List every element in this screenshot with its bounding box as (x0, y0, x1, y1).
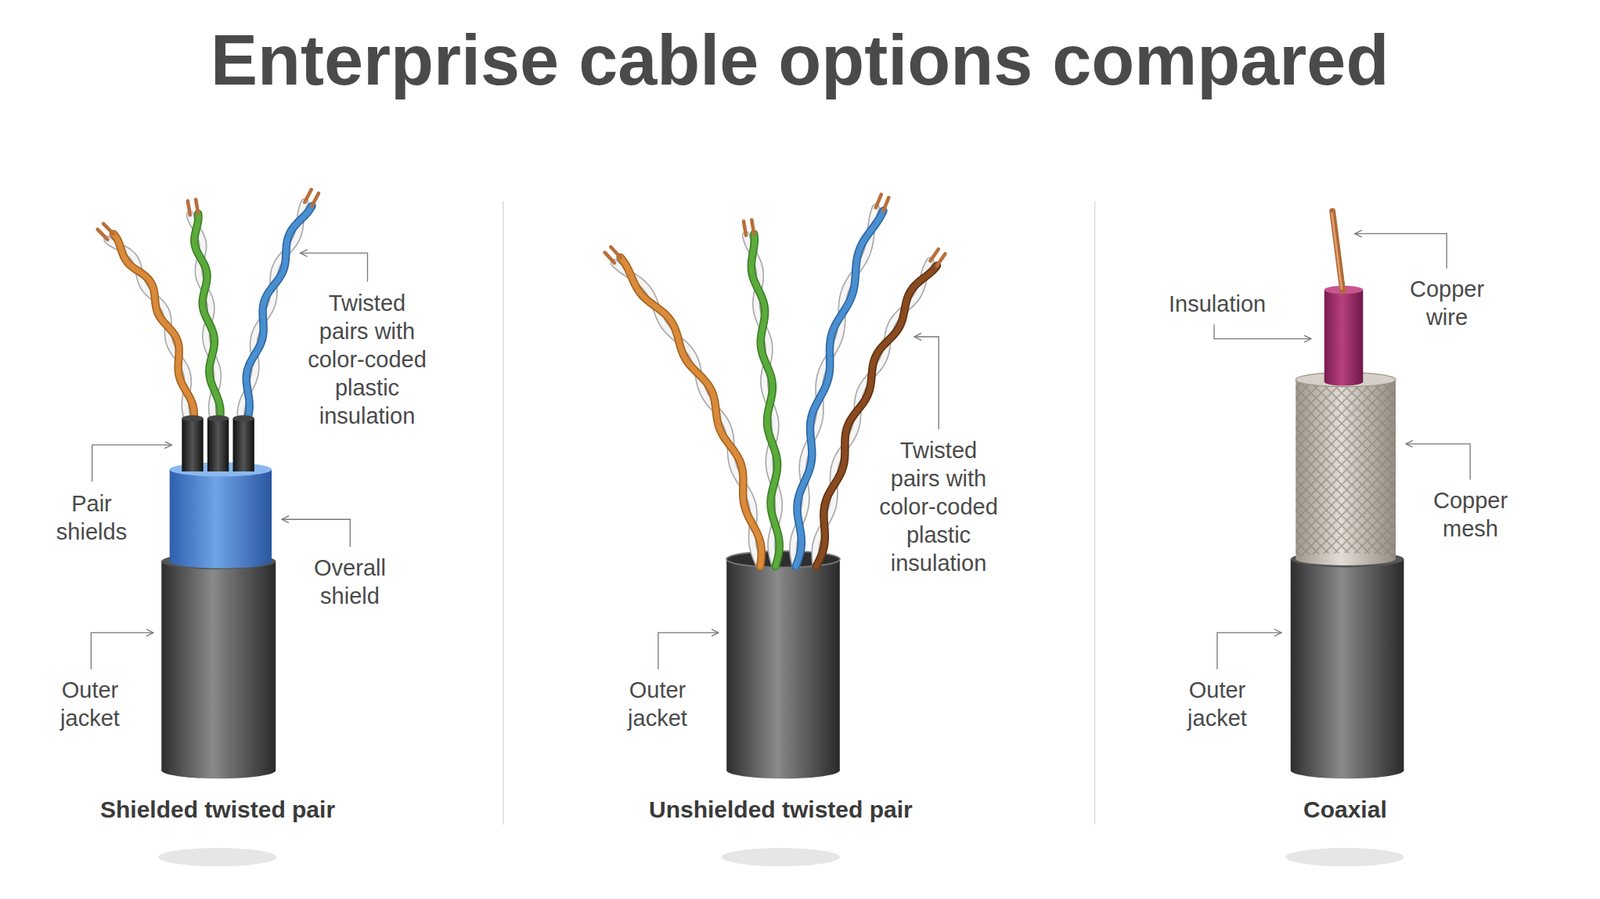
leader-line (299, 252, 368, 282)
part-label: Outer jacket (46, 675, 134, 732)
wire-outline (107, 239, 192, 429)
outer-jacket (161, 561, 276, 771)
wire (243, 205, 313, 429)
separator-line (1094, 201, 1096, 825)
copper-mesh (1295, 379, 1396, 559)
wire (815, 260, 931, 566)
copper-wire (1332, 212, 1342, 289)
copper-tip (751, 219, 754, 235)
pair-shield (181, 418, 203, 472)
part-label: Twisted pairs with color-coded plastic i… (875, 436, 1002, 577)
overall-shield (169, 468, 272, 561)
wire-outline (243, 205, 313, 429)
part-label: Outer jacket (1174, 675, 1261, 732)
outer-jacket (1290, 761, 1405, 779)
part-label: Copper wire (1401, 274, 1492, 332)
leader-line (658, 632, 719, 670)
outer-jacket (1290, 558, 1405, 771)
copper-tip (312, 193, 319, 206)
leader-line (1214, 324, 1312, 339)
copper-tip (97, 229, 109, 240)
outer-jacket (726, 558, 840, 771)
leader-line (90, 632, 153, 670)
outer-jacket (161, 761, 276, 779)
shadow (158, 847, 277, 866)
wire-outline (614, 263, 761, 566)
coax-cable (1290, 211, 1405, 779)
part-label: Twisted pairs with color-coded plastic i… (304, 288, 430, 430)
leader-line (1405, 443, 1471, 480)
copper-tip (610, 246, 620, 257)
copper-tip (743, 221, 746, 236)
wire-outline (816, 265, 937, 566)
leader-line (92, 444, 173, 482)
pair-shield (232, 414, 254, 422)
wire (107, 239, 192, 429)
outer-jacket (726, 761, 840, 779)
shadow (1285, 847, 1404, 866)
separator-line (502, 201, 505, 825)
pair-shield (181, 414, 203, 422)
twisted-pairs (97, 189, 319, 429)
wire-outline (113, 234, 195, 429)
part-label: Outer jacket (614, 675, 701, 732)
copper-wire (1332, 211, 1343, 292)
copper-mesh (1295, 552, 1396, 566)
wire-outline (815, 260, 931, 566)
leader-line (914, 336, 939, 430)
wire-outline (751, 234, 780, 566)
diagram-title: Enterprise cable options compared (210, 21, 1389, 100)
wire-outline (620, 257, 762, 566)
part-label: Insulation (1168, 289, 1266, 318)
pair-shield (207, 414, 229, 422)
cable-caption: Shielded twisted pair (100, 795, 336, 824)
copper-tip (605, 252, 615, 263)
part-label: Pair shields (44, 489, 139, 546)
shadow (721, 847, 840, 866)
leader-lines (90, 233, 1471, 669)
leader-line (281, 518, 350, 547)
leader-line (1354, 233, 1447, 268)
copper-mesh (1295, 379, 1396, 559)
part-label: Copper mesh (1425, 486, 1516, 543)
copper-tip (304, 189, 311, 202)
stp-cable (97, 189, 319, 779)
wire-outline (194, 213, 220, 429)
wire (816, 265, 937, 566)
pair-shield (232, 418, 254, 472)
copper-tip (936, 253, 945, 266)
cable-caption: Coaxial (1303, 795, 1388, 824)
insulation (1324, 377, 1364, 386)
copper-tip (195, 199, 199, 214)
overall-shield (169, 554, 272, 569)
cable-caption: Unshielded twisted pair (648, 795, 913, 824)
copper-tip (929, 248, 938, 261)
pair-shield (207, 418, 229, 472)
part-label: Overall shield (302, 553, 397, 610)
wire (751, 234, 780, 566)
wire (194, 213, 220, 429)
copper-tip (103, 223, 114, 235)
insulation (1324, 289, 1364, 382)
wire (113, 234, 195, 429)
copper-tip (882, 197, 889, 211)
wire (614, 263, 761, 566)
leader-line (1217, 632, 1282, 670)
copper-tip (875, 194, 882, 208)
copper-tip (187, 201, 191, 216)
wire (620, 257, 762, 566)
